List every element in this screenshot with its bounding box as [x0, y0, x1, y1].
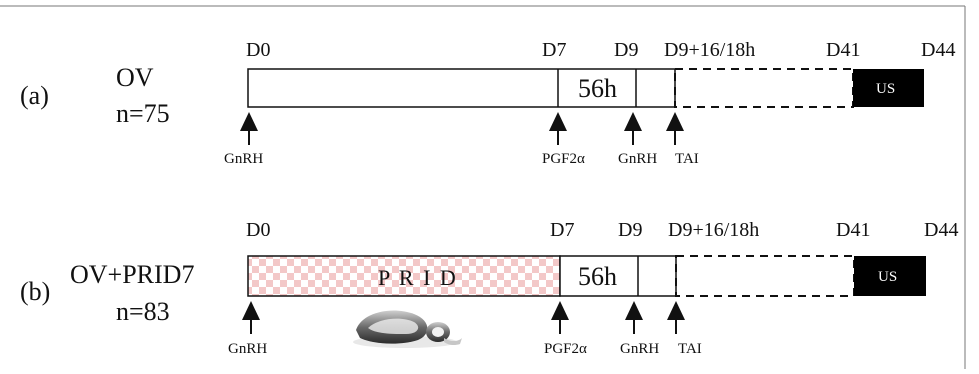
day-label-d9-tai: D9+16/18h: [668, 219, 759, 241]
us-label: US: [876, 81, 895, 97]
event-label-gnrh-d9: GnRH: [620, 341, 659, 357]
arrow-gnrh-d9: [624, 112, 642, 145]
day-label-d41: D41: [826, 39, 860, 61]
interval-label: 56h: [578, 74, 617, 103]
day-label-d0: D0: [246, 39, 270, 61]
event-label-pgf: PGF2α: [544, 341, 587, 357]
arrow-tai: [666, 112, 684, 145]
day-label-d9-tai: D9+16/18h: [664, 39, 755, 61]
protocol-name: OV+PRID7: [70, 260, 194, 289]
arrow-pgf-d7: [549, 112, 567, 145]
event-label-pgf: PGF2α: [542, 151, 585, 167]
us-box: [854, 256, 926, 296]
prid-label: P R I D: [378, 265, 458, 290]
arrow-gnrh-d0: [242, 301, 260, 334]
protocol-letter: (a): [20, 81, 49, 110]
waiting-period-box: [675, 255, 855, 297]
us-label: US: [878, 269, 897, 285]
day-label-d41: D41: [836, 219, 870, 241]
arrow-tai: [667, 301, 685, 334]
timeline-bar: [247, 68, 676, 108]
arrow-pgf-d7: [551, 301, 569, 334]
day-label-d44: D44: [921, 39, 955, 61]
event-label-gnrh-d0: GnRH: [224, 151, 263, 167]
prid-period-bar: [247, 255, 561, 297]
timeline-bar: [559, 255, 677, 297]
protocol-a: (a) OV n=75 D0 D7 D9 D9+16/18h D41 D44 5…: [20, 39, 955, 167]
event-label-gnrh-d9: GnRH: [618, 151, 657, 167]
day-label-d9: D9: [618, 219, 642, 241]
sample-size: n=83: [116, 297, 170, 326]
event-label-gnrh-d0: GnRH: [228, 341, 267, 357]
protocol-name: OV: [116, 63, 154, 92]
arrow-gnrh-d0: [240, 112, 258, 145]
arrow-gnrh-d9: [625, 301, 643, 334]
day-label-d44: D44: [924, 219, 958, 241]
day-label-d7: D7: [550, 219, 574, 241]
day-label-d7: D7: [542, 39, 566, 61]
day-label-d9: D9: [614, 39, 638, 61]
event-label-tai: TAI: [678, 341, 702, 357]
protocol-b: (b) OV+PRID7 n=83 D0 D7 D9 D9+16/18h D41…: [20, 219, 958, 357]
protocol-letter: (b): [20, 277, 50, 306]
interval-label: 56h: [578, 262, 617, 291]
prid-device-icon: [353, 310, 462, 348]
us-box: [853, 69, 924, 107]
event-label-tai: TAI: [675, 151, 699, 167]
day-label-d0: D0: [246, 219, 270, 241]
waiting-period-box: [674, 68, 854, 108]
sample-size: n=75: [116, 99, 170, 128]
